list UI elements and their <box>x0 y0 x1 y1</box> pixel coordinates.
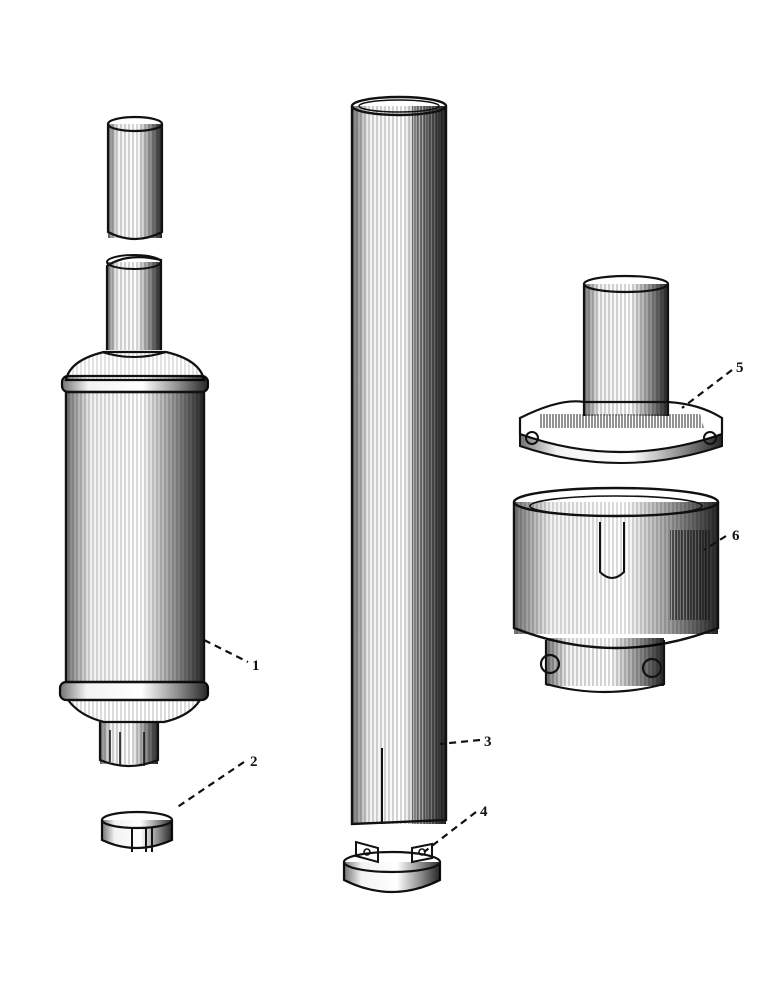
leader-lines <box>175 369 733 853</box>
callout-3: 3 <box>484 734 492 750</box>
cap-assembly <box>518 274 724 464</box>
muffler-assembly <box>58 115 210 768</box>
large-clamp <box>342 840 442 894</box>
callout-1: 1 <box>252 658 260 674</box>
filter-body <box>512 486 720 694</box>
callout-2: 2 <box>250 754 258 770</box>
muffler-neck <box>101 254 167 358</box>
small-clamp <box>100 810 174 852</box>
callout-4: 4 <box>480 804 488 820</box>
exhaust-pipe <box>350 95 448 826</box>
upper-pipe-piece <box>106 115 164 241</box>
muffler-body <box>64 390 206 684</box>
callout-5: 5 <box>736 360 744 376</box>
callout-6: 6 <box>732 528 740 544</box>
muffler-outlet <box>98 722 160 768</box>
